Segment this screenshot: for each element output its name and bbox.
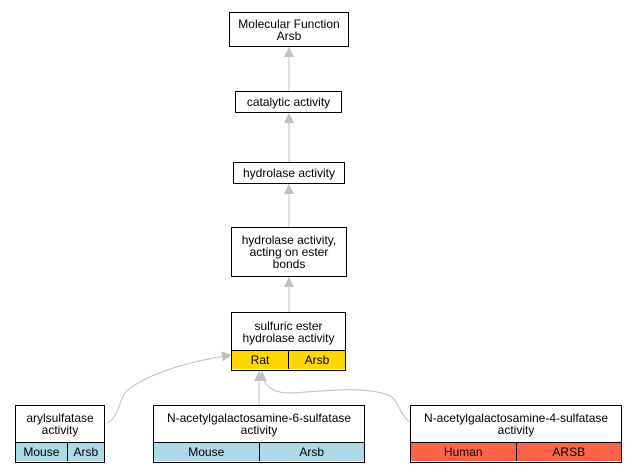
node-label: catalytic activity <box>246 95 331 109</box>
species-gene-tags: Mouse Arsb <box>154 442 364 461</box>
tag-gene: ARSB <box>515 443 621 461</box>
node-label: arylsulfatase activity <box>26 411 94 437</box>
node-label: Molecular Function Arsb <box>238 16 340 43</box>
node-label: hydrolase activity <box>242 166 336 180</box>
node-label: N-acetylgalactosamine-4-sulfatase activi… <box>423 411 609 437</box>
node-hydrolase-activity[interactable]: hydrolase activity <box>233 162 345 184</box>
tag-species: Mouse <box>154 443 259 461</box>
tag-gene: Arsb <box>66 443 104 461</box>
node-catalytic-activity[interactable]: catalytic activity <box>235 91 342 113</box>
tag-species: Rat <box>232 351 288 369</box>
node-n-acetylgalactosamine-6-sulfatase-activity[interactable]: N-acetylgalactosamine-6-sulfatase activi… <box>153 405 365 463</box>
species-gene-tags: Rat Arsb <box>232 350 345 369</box>
node-label: sulfuric ester hydrolase activity <box>242 318 335 345</box>
edge-arylsulfatase-to-sulfuric <box>107 351 233 424</box>
species-gene-tags: Mouse Arsb <box>16 442 104 461</box>
node-molecular-function-arsb[interactable]: Molecular Function Arsb <box>229 12 349 47</box>
node-label: hydrolase activity, acting on ester bond… <box>241 233 337 271</box>
tag-gene: Arsb <box>258 443 364 461</box>
node-arylsulfatase-activity[interactable]: arylsulfatase activity Mouse Arsb <box>15 405 105 463</box>
species-gene-tags: Human ARSB <box>411 442 621 461</box>
node-n-acetylgalactosamine-4-sulfatase-activity[interactable]: N-acetylgalactosamine-4-sulfatase activi… <box>410 405 622 463</box>
node-label: N-acetylgalactosamine-6-sulfatase activi… <box>166 411 352 437</box>
tag-species: Mouse <box>16 443 67 461</box>
edge-arsb4-to-sulfuric <box>257 370 411 423</box>
tag-species: Human <box>411 443 516 461</box>
node-sulfuric-ester-hydrolase-activity[interactable]: sulfuric ester hydrolase activity Rat Ar… <box>231 312 346 371</box>
node-hydrolase-activity-ester-bonds[interactable]: hydrolase activity, acting on ester bond… <box>231 227 347 277</box>
tag-gene: Arsb <box>288 351 345 369</box>
